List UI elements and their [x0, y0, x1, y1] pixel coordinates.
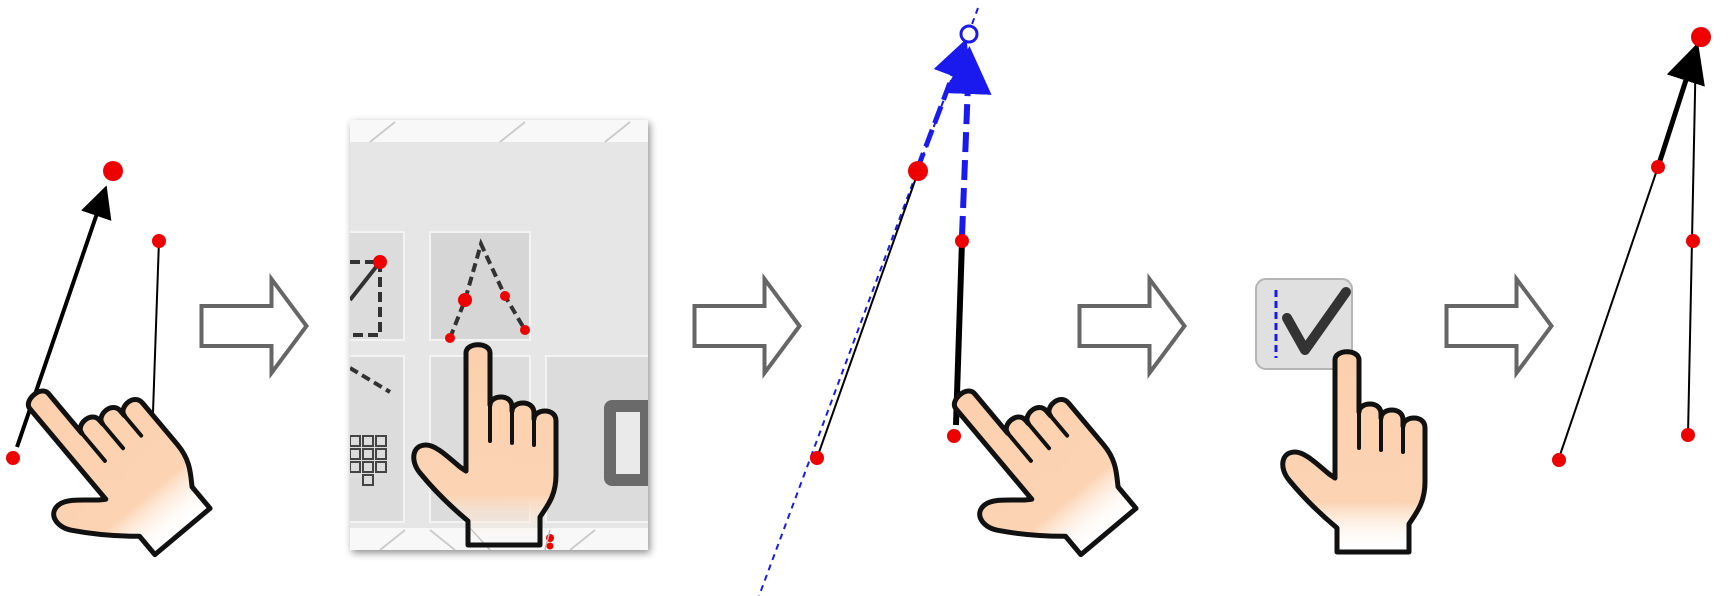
tool-square[interactable] — [320, 231, 405, 341]
point-b-end — [152, 234, 166, 248]
tool-exit[interactable] — [545, 355, 666, 542]
right-arrow-icon — [202, 279, 307, 373]
result-point-b-start — [1681, 428, 1695, 442]
right-arrow-icon-2 — [695, 279, 800, 373]
point-b-end-2 — [955, 234, 969, 248]
guide-line — [758, 7, 979, 596]
point-b-start-2 — [947, 429, 961, 443]
result-common-point — [1691, 27, 1711, 47]
point-a-end-2 — [908, 161, 928, 181]
preview-line-a — [914, 38, 972, 171]
result-point-b — [1686, 234, 1700, 248]
result-point-a — [1651, 160, 1665, 174]
result-line-a-extension — [1655, 42, 1705, 168]
preview-line-b — [943, 46, 992, 237]
tool-polyline[interactable] — [429, 231, 531, 343]
pointing-hand-icon — [0, 345, 222, 590]
pointing-hand-icon-3 — [911, 345, 1149, 590]
step-4 — [1255, 278, 1425, 552]
line-b — [151, 239, 160, 442]
checkmark-icon — [1282, 287, 1351, 355]
step-5 — [1552, 27, 1711, 467]
result-point-a-start — [1552, 453, 1566, 467]
step-1 — [0, 161, 222, 590]
point-a-start — [6, 451, 20, 465]
line-a — [816, 174, 918, 459]
right-arrow-icon-3 — [1080, 279, 1185, 373]
result-line-a — [1558, 166, 1659, 459]
pointing-hand-icon-4 — [1283, 352, 1425, 552]
step-2 — [320, 120, 666, 550]
point-a-end — [103, 161, 123, 181]
step-3 — [758, 7, 1149, 596]
right-arrow-icon-4 — [1447, 279, 1552, 373]
tool-grid[interactable] — [320, 355, 405, 523]
target-point — [959, 24, 979, 44]
point-a-start-2 — [810, 451, 824, 465]
confirm-button[interactable] — [1255, 278, 1353, 370]
